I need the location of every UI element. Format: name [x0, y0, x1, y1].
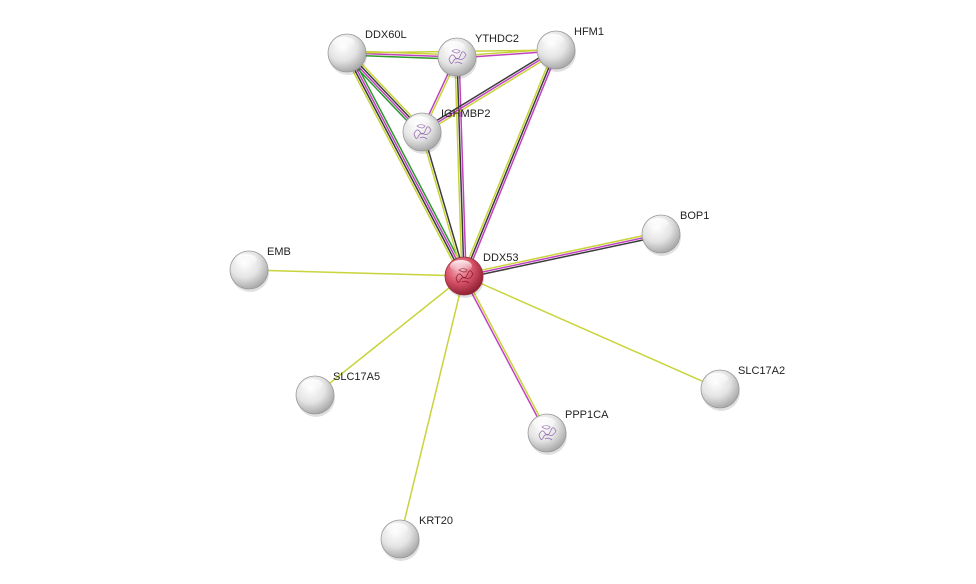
node-label: EMB	[267, 246, 291, 258]
edge-evidence-line	[463, 233, 662, 277]
edge-evidence-line	[343, 53, 462, 279]
node-highlight	[542, 34, 564, 46]
edge-evidence-line	[464, 274, 549, 434]
edge-evidence-line	[465, 50, 559, 278]
node-highlight	[235, 254, 257, 266]
node-krt20[interactable]: KRT20	[380, 515, 453, 561]
edge-ddx53-bop1[interactable]	[462, 231, 663, 279]
node-label: PPP1CA	[565, 409, 609, 421]
node-highlight	[647, 218, 669, 230]
node-highlight	[333, 37, 355, 49]
node-label: DDX53	[483, 252, 518, 264]
edge-evidence-line	[345, 52, 464, 278]
node-highlight	[443, 41, 465, 53]
edge-evidence-line	[463, 235, 663, 279]
edge-evidence-line	[248, 269, 465, 277]
edge-ddx53-ppp1ca[interactable]	[462, 274, 549, 435]
edge-evidence-line	[420, 131, 464, 278]
node-ythdc2[interactable]: YTHDC2	[437, 33, 519, 79]
node-slc17a5[interactable]: SLC17A5	[295, 371, 380, 417]
edge-ddx53-slc17a2[interactable]	[463, 275, 721, 390]
edge-ddx53-ighmbp2[interactable]	[420, 130, 466, 278]
edge-ddx53-hfm1[interactable]	[461, 48, 559, 278]
edge-evidence-line	[458, 56, 467, 277]
node-highlight	[533, 417, 555, 429]
edge-evidence-line	[456, 56, 465, 277]
edge-evidence-line	[349, 50, 468, 276]
edge-evidence-line	[463, 275, 721, 390]
edge-evidence-line	[462, 231, 662, 275]
edge-evidence-line	[420, 47, 556, 131]
edge-evidence-line	[461, 48, 555, 276]
node-highlight	[706, 373, 728, 385]
node-label: HFM1	[574, 26, 604, 38]
node-label: SLC17A5	[333, 371, 380, 383]
edge-evidence-line	[463, 49, 557, 277]
edge-ddx53-krt20[interactable]	[399, 275, 465, 540]
edge-ddx53-ythdc2[interactable]	[454, 56, 467, 277]
edge-ddx53-slc17a5[interactable]	[314, 275, 465, 396]
node-hfm1[interactable]: HFM1	[536, 26, 604, 72]
edge-evidence-line	[399, 275, 465, 540]
node-ppp1ca[interactable]: PPP1CA	[527, 409, 609, 455]
node-label: KRT20	[419, 515, 453, 527]
edge-evidence-line	[422, 51, 558, 135]
node-ddx53[interactable]: DDX53	[444, 252, 518, 298]
edge-hfm1-ighmbp2[interactable]	[420, 47, 558, 135]
edge-evidence-line	[422, 130, 466, 277]
node-highlight	[408, 116, 430, 128]
node-label: IGHMBP2	[441, 108, 491, 120]
node-slc17a2[interactable]: SLC17A2	[700, 365, 785, 411]
node-label: YTHDC2	[475, 33, 519, 45]
node-highlight	[450, 260, 472, 272]
node-label: DDX60L	[365, 29, 407, 41]
edge-ddx53-ddx60l[interactable]	[343, 50, 468, 279]
edges-layer	[248, 47, 721, 540]
node-label: SLC17A2	[738, 365, 785, 377]
edge-evidence-line	[462, 275, 547, 435]
node-highlight	[386, 523, 408, 535]
edge-evidence-line	[454, 56, 463, 277]
edge-evidence-line	[314, 275, 465, 396]
edge-evidence-line	[421, 49, 557, 133]
edge-evidence-line	[347, 51, 466, 277]
node-label: BOP1	[680, 210, 709, 222]
node-ighmbp2[interactable]: IGHMBP2	[402, 108, 491, 154]
node-ddx60l[interactable]: DDX60L	[327, 29, 407, 75]
node-bop1[interactable]: BOP1	[641, 210, 709, 256]
edge-ddx53-emb[interactable]	[248, 269, 465, 277]
node-emb[interactable]: EMB	[229, 246, 291, 292]
node-highlight	[301, 379, 323, 391]
